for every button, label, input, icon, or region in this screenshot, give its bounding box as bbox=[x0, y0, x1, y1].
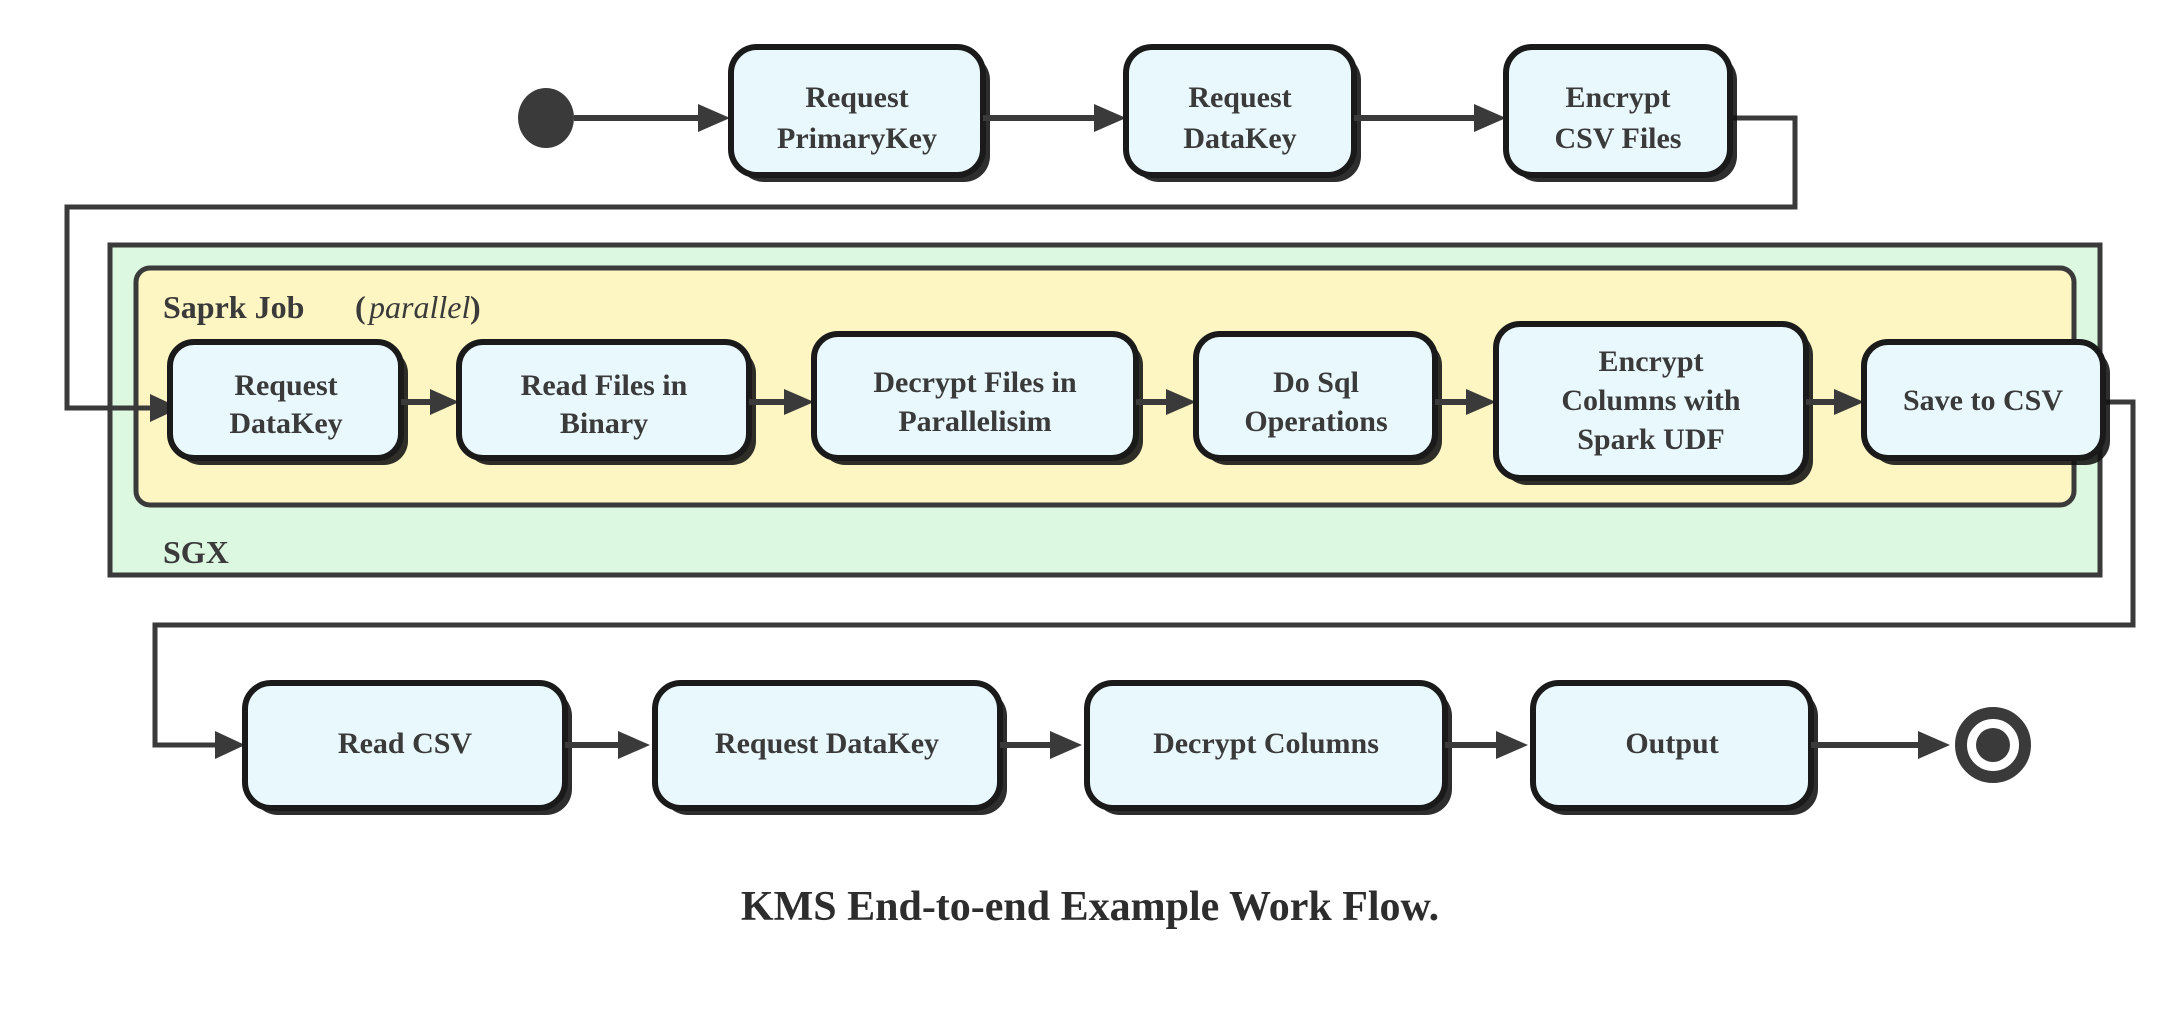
node-box-request-datakey-top[interactable] bbox=[1123, 44, 1357, 178]
node-label-line-2: DataKey bbox=[229, 407, 342, 440]
arrowhead-end bbox=[1918, 731, 1950, 759]
node-request-primarykey[interactable]: Request PrimaryKey bbox=[728, 44, 990, 182]
arrowhead-m4 bbox=[1466, 389, 1496, 415]
arrowhead-b1 bbox=[618, 731, 650, 759]
node-label-line-1: Request bbox=[234, 369, 337, 402]
arrowhead-b2 bbox=[1050, 731, 1082, 759]
node-label-line-2: PrimaryKey bbox=[777, 122, 937, 155]
spark-job-parallel-label: parallel bbox=[367, 289, 470, 325]
node-label-line-1: Do Sql bbox=[1273, 366, 1359, 399]
node-label-line-2: CSV Files bbox=[1555, 122, 1682, 155]
node-label-line-1: Decrypt Files in bbox=[873, 366, 1077, 399]
node-box-save-to-csv[interactable] bbox=[1861, 339, 2106, 461]
node-decrypt-columns[interactable]: Decrypt Columns bbox=[1084, 680, 1452, 815]
node-label-line-1: Encrypt bbox=[1566, 81, 1671, 114]
node-box-request-primarykey[interactable] bbox=[728, 44, 986, 178]
end-inner-dot bbox=[1976, 728, 2010, 762]
node-read-files-in-binary[interactable]: Read Files in Binary bbox=[456, 339, 756, 465]
node-label-line-2: Binary bbox=[560, 407, 648, 440]
node-request-datakey-bottom[interactable]: Request DataKey bbox=[652, 680, 1007, 815]
arrowhead-1 bbox=[698, 104, 730, 132]
arrowhead-3 bbox=[1474, 104, 1506, 132]
arrowhead-2 bbox=[1094, 104, 1126, 132]
edge-encrypt-csv-to-spark bbox=[64, 115, 1798, 422]
edge-m1-m2 bbox=[749, 389, 814, 415]
node-do-sql-operations[interactable]: Do Sql Operations bbox=[1193, 331, 1442, 465]
edge-save-csv-to-read-csv bbox=[152, 399, 2136, 759]
node-label-line-2: Columns with bbox=[1561, 384, 1741, 417]
node-read-csv[interactable]: Read CSV bbox=[242, 680, 572, 815]
node-label-line-1: Request DataKey bbox=[715, 727, 939, 760]
spark-job-paren-close: ) bbox=[470, 289, 481, 325]
node-label-line-1: Decrypt Columns bbox=[1153, 727, 1379, 760]
edge-primarykey-to-datakey bbox=[983, 104, 1126, 132]
node-box-do-sql-operations[interactable] bbox=[1193, 331, 1438, 461]
arrowhead-b3 bbox=[1496, 731, 1528, 759]
arrowhead-m5 bbox=[1834, 389, 1864, 415]
edge-b1-b2 bbox=[1000, 731, 1082, 759]
node-label-line-1: Read Files in bbox=[521, 369, 688, 402]
node-output[interactable]: Output bbox=[1530, 680, 1818, 815]
node-label-line-2: DataKey bbox=[1183, 122, 1296, 155]
edge-m2-m3 bbox=[1136, 389, 1196, 415]
edge-m0-m1 bbox=[401, 389, 459, 415]
edge-b2-b3 bbox=[1445, 731, 1528, 759]
node-label-line-1: Read CSV bbox=[338, 727, 473, 760]
edge-m3-m4 bbox=[1435, 389, 1496, 415]
start-circle bbox=[518, 88, 574, 148]
spark-job-label: Saprk Job bbox=[163, 289, 304, 325]
node-label-line-1: Save to CSV bbox=[1903, 384, 2063, 417]
spark-job-paren-open: ( bbox=[355, 289, 366, 325]
edge-start-to-request-primarykey bbox=[574, 104, 730, 132]
node-decrypt-files-in-parallelisim[interactable]: Decrypt Files in Parallelisim bbox=[811, 331, 1143, 465]
node-label-line-1: Request bbox=[1188, 81, 1291, 114]
node-save-to-csv[interactable]: Save to CSV bbox=[1861, 339, 2110, 465]
node-request-datakey-top[interactable]: Request DataKey bbox=[1123, 44, 1361, 182]
sgx-label: SGX bbox=[163, 534, 229, 570]
arrowhead-into-read-csv bbox=[215, 731, 245, 759]
node-label-line-1: Encrypt bbox=[1599, 345, 1704, 378]
edge-datakey-to-encrypt-csv bbox=[1354, 104, 1506, 132]
node-label-line-1: Request bbox=[805, 81, 908, 114]
end-node bbox=[1955, 707, 2031, 783]
arrowhead-m1 bbox=[430, 389, 459, 415]
node-encrypt-csv-files[interactable]: Encrypt CSV Files bbox=[1503, 44, 1737, 182]
arrowhead-m2 bbox=[784, 389, 814, 415]
edge-m4-m5 bbox=[1806, 389, 1864, 415]
node-label-line-1: Output bbox=[1625, 727, 1718, 760]
diagram-caption: KMS End-to-end Example Work Flow. bbox=[741, 884, 1439, 930]
node-label-line-3: Spark UDF bbox=[1577, 423, 1725, 456]
node-box-decrypt-files-in-parallelisim[interactable] bbox=[811, 331, 1139, 461]
start-node bbox=[518, 88, 574, 148]
node-box-encrypt-csv-files[interactable] bbox=[1503, 44, 1733, 178]
edge-b0-b1 bbox=[565, 731, 650, 759]
edge-output-to-end bbox=[1811, 731, 1950, 759]
arrowhead-m3 bbox=[1166, 389, 1196, 415]
node-encrypt-columns-with-spark-udf[interactable]: Encrypt Columns with Spark UDF bbox=[1493, 321, 1813, 485]
node-request-datakey-spark[interactable]: Request DataKey bbox=[167, 339, 408, 465]
arrowhead-into-request-datakey-spark bbox=[150, 394, 180, 422]
node-label-line-2: Operations bbox=[1244, 405, 1387, 438]
node-label-line-2: Parallelisim bbox=[898, 405, 1051, 438]
